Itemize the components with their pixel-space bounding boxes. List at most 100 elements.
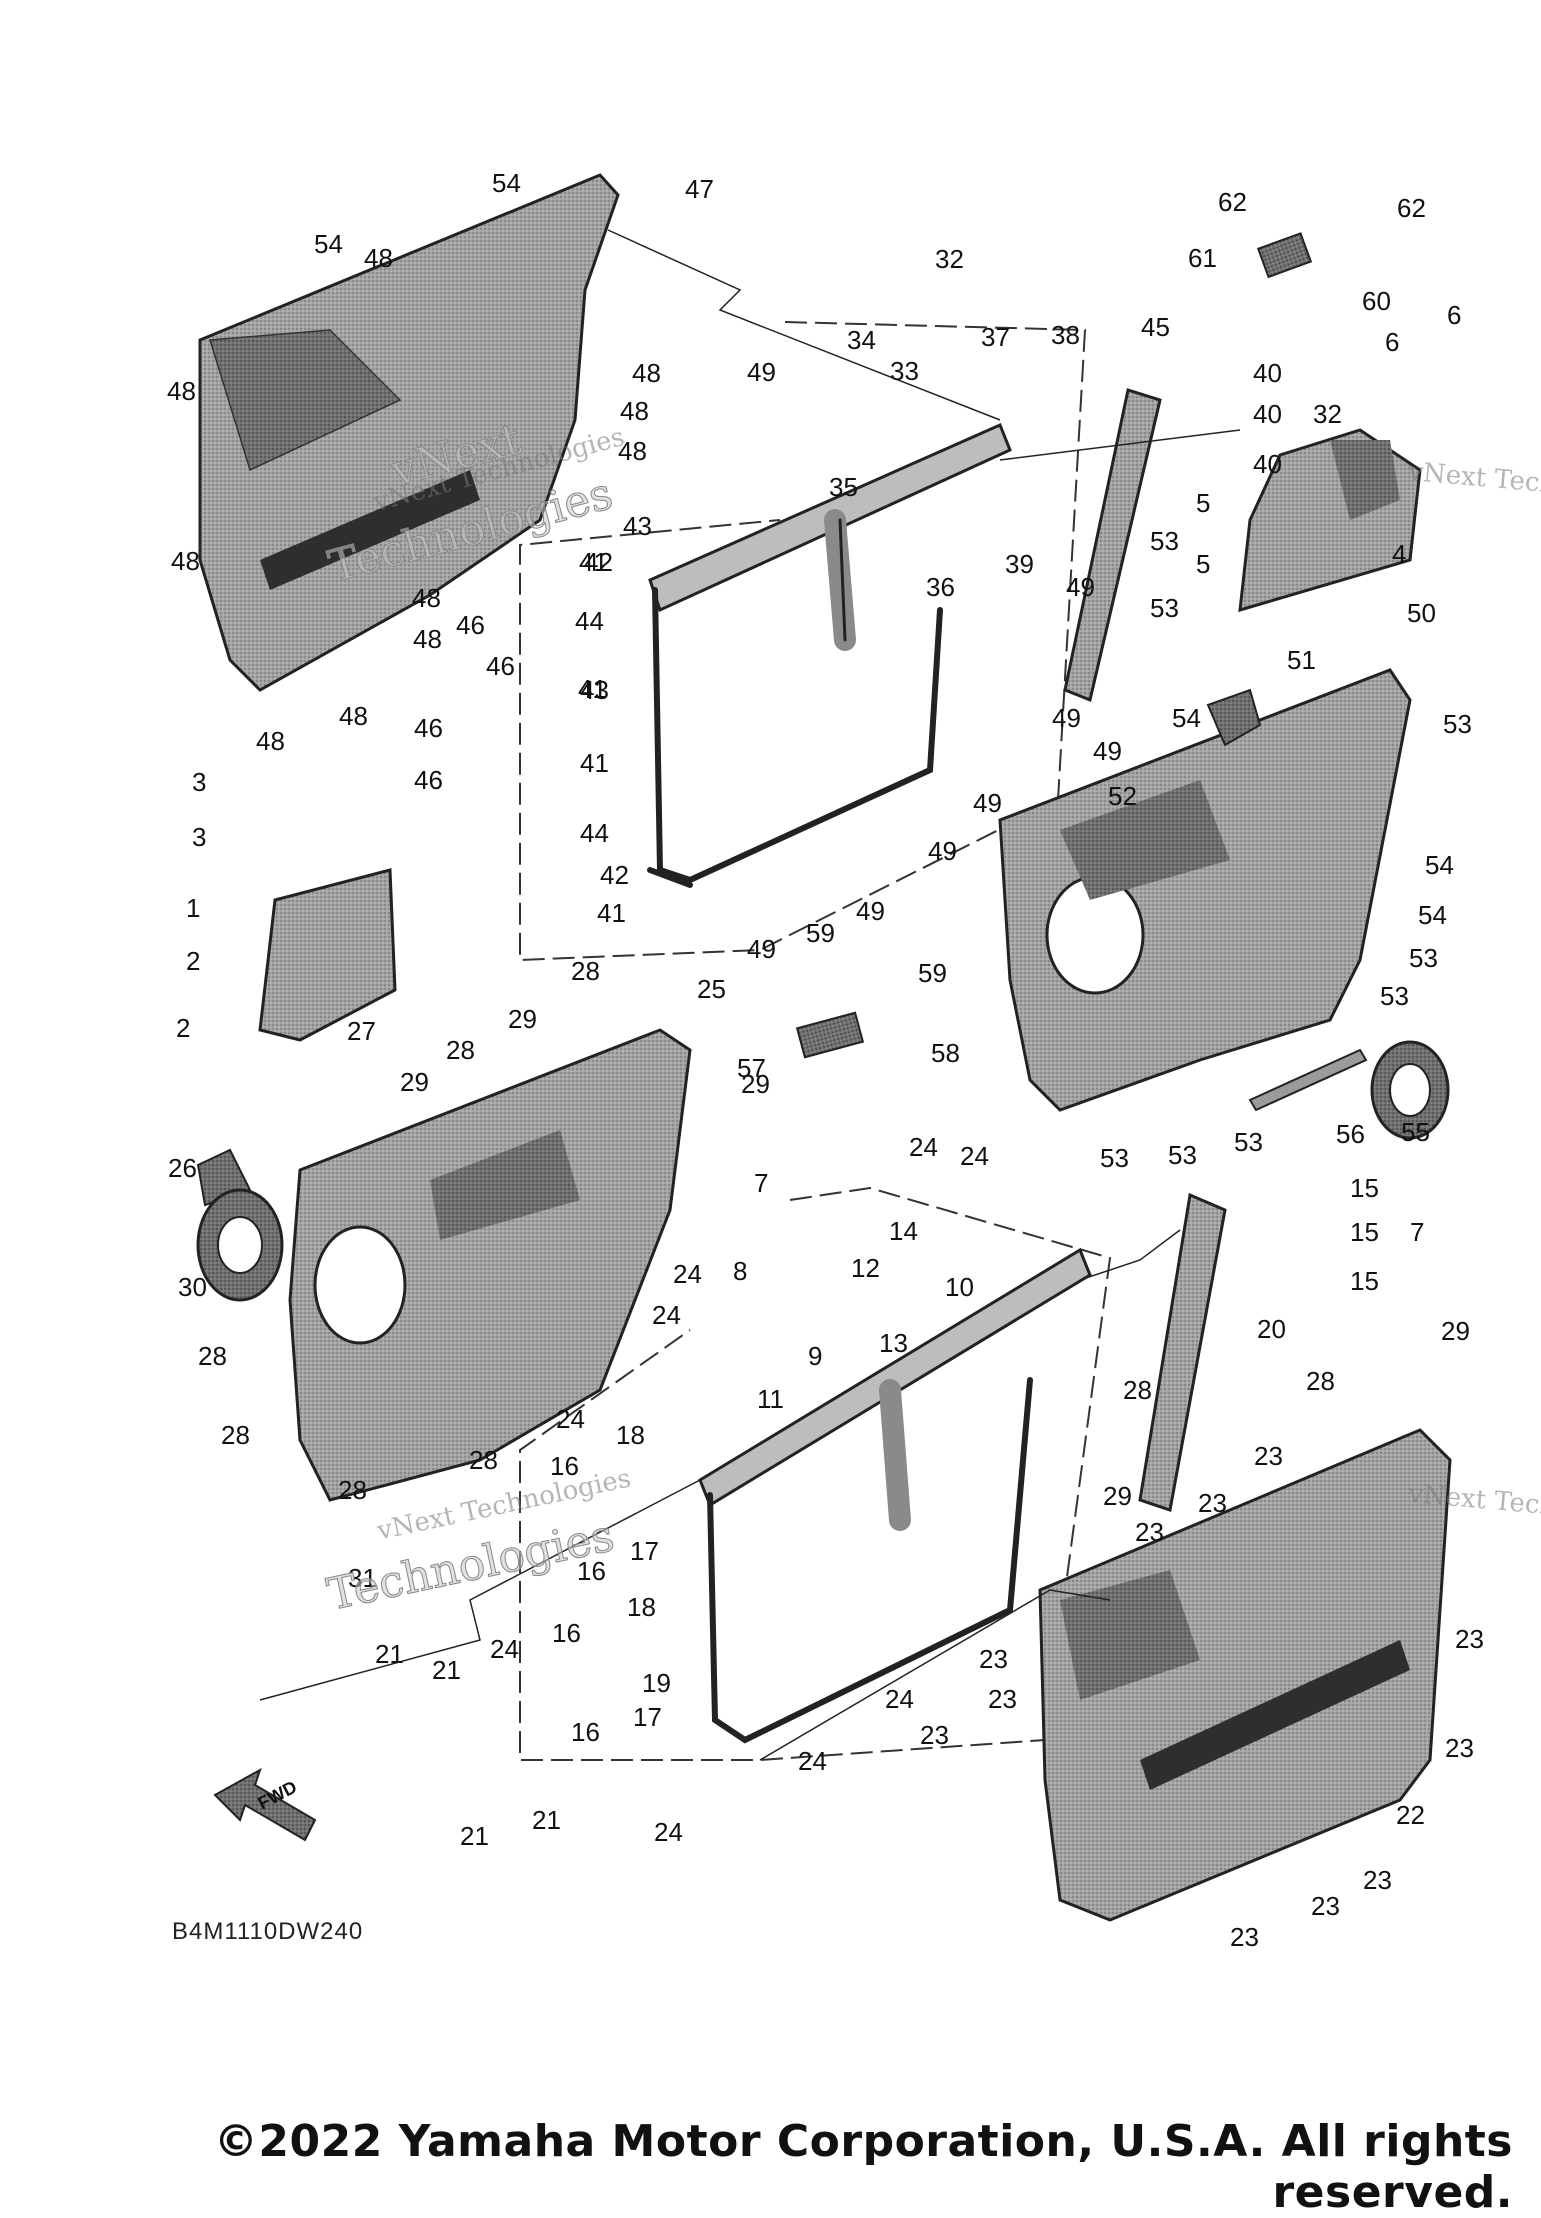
callout-label: 53 [1150,593,1179,623]
callout-label: 59 [918,958,947,988]
callout-label: 59 [806,918,835,948]
callout-label: 23 [1230,1922,1259,1952]
callout-label: 24 [798,1746,827,1776]
callout-label: 52 [1108,781,1137,811]
callout-label: 18 [616,1420,645,1450]
callout-label: 8 [733,1256,747,1286]
callout-label: 43 [580,675,609,705]
callout-label: 24 [960,1141,989,1171]
callout-label: 46 [486,651,515,681]
callout-label: 28 [1123,1375,1152,1405]
callout-label: 45 [1141,312,1170,342]
callout-label: 23 [988,1684,1017,1714]
callout-label: 5 [1196,549,1210,579]
cover-1 [258,868,397,1042]
callout-label: 40 [1253,449,1282,479]
callout-label: 24 [909,1132,938,1162]
callout-label: 28 [1306,1366,1335,1396]
callout-label: 3 [192,767,206,797]
callout-label: 29 [741,1069,770,1099]
callout-label: 56 [1336,1119,1365,1149]
callout-label: 15 [1350,1266,1379,1296]
callout-label: 50 [1407,598,1436,628]
strip-56 [1248,1048,1368,1112]
callout-label: 21 [460,1821,489,1851]
callout-label: 18 [627,1592,656,1622]
callout-label: 48 [632,358,661,388]
callout-label: 49 [1052,703,1081,733]
callout-label: 35 [829,472,858,502]
door-frame-upper [647,422,1012,888]
callout-label: 23 [1135,1517,1164,1547]
callout-label: 17 [633,1702,662,1732]
callout-label: 24 [654,1817,683,1847]
callout-label: 32 [1313,399,1342,429]
hinge-60 [1256,232,1313,279]
callout-label: 28 [571,956,600,986]
callout-label: 32 [935,244,964,274]
callout-label: 23 [979,1644,1008,1674]
callout-label: 24 [885,1684,914,1714]
callout-label: 29 [400,1067,429,1097]
callout-label: 53 [1443,709,1472,739]
speaker-grille-55 [1370,1040,1450,1140]
door-panel-50 [998,668,1412,1112]
callout-label: 62 [1397,193,1426,223]
callout-label: 57 [737,1053,766,1083]
callout-label: 2 [186,946,200,976]
callout-label: 48 [412,583,441,613]
callout-label: 26 [168,1153,197,1183]
callout-label: 48 [339,701,368,731]
trim-panel-4 [1238,428,1422,613]
callout-label: 53 [1380,981,1409,1011]
group-outline-7 [519,1186,1112,1761]
callout-label: 23 [1311,1891,1340,1921]
callout-label: 38 [1051,320,1080,350]
copyright-notice: ©2022 Yamaha Motor Corporation, U.S.A. A… [213,2116,1513,2218]
callout-label: 47 [685,174,714,204]
callout-label: 49 [747,357,776,387]
callout-label: 6 [1447,300,1461,330]
callout-label: 25 [697,974,726,1004]
callout-label: 53 [1234,1127,1263,1157]
callout-label: 19 [642,1668,671,1698]
callout-label: 62 [1218,187,1247,217]
callout-label: 49 [856,896,885,926]
callout-label: 16 [571,1717,600,1747]
callout-label: 24 [556,1404,585,1434]
callout-label: 16 [552,1618,581,1648]
group-outline-32 [519,321,1087,962]
callout-label: 23 [1445,1733,1474,1763]
callout-label: 55 [1401,1117,1430,1147]
callout-label: 22 [1396,1800,1425,1830]
callout-label: 15 [1350,1217,1379,1247]
bar-45 [1063,388,1162,703]
drawing-code: B4M1110DW240 [172,1918,364,1945]
callout-label: 2 [176,1013,190,1043]
callout-label: 54 [1425,850,1454,880]
callout-label: 12 [851,1253,880,1283]
callout-label: 10 [945,1272,974,1302]
callout-label: 5 [1196,488,1210,518]
fwd-arrow: FWD [213,1767,317,1842]
callout-label: 28 [469,1445,498,1475]
callout-label: 33 [890,356,919,386]
callout-label: 23 [920,1720,949,1750]
callout-label: 54 [1418,900,1447,930]
callout-label: 41 [580,748,609,778]
callout-label: 53 [1100,1143,1129,1173]
callout-label: 7 [754,1168,768,1198]
callout-label: 46 [456,610,485,640]
callout-label: 28 [221,1420,250,1450]
callout-label: 40 [1253,399,1282,429]
callout-label: 48 [167,376,196,406]
callout-label: 48 [256,726,285,756]
door-panel-25 [288,1028,692,1502]
callout-label: 24 [673,1259,702,1289]
callout-label: 46 [414,713,443,743]
callout-label: 29 [508,1004,537,1034]
callout-label: 23 [1254,1441,1283,1471]
callout-label: 42 [600,860,629,890]
callout-label: 39 [1005,549,1034,579]
callout-label: 41 [579,547,608,577]
